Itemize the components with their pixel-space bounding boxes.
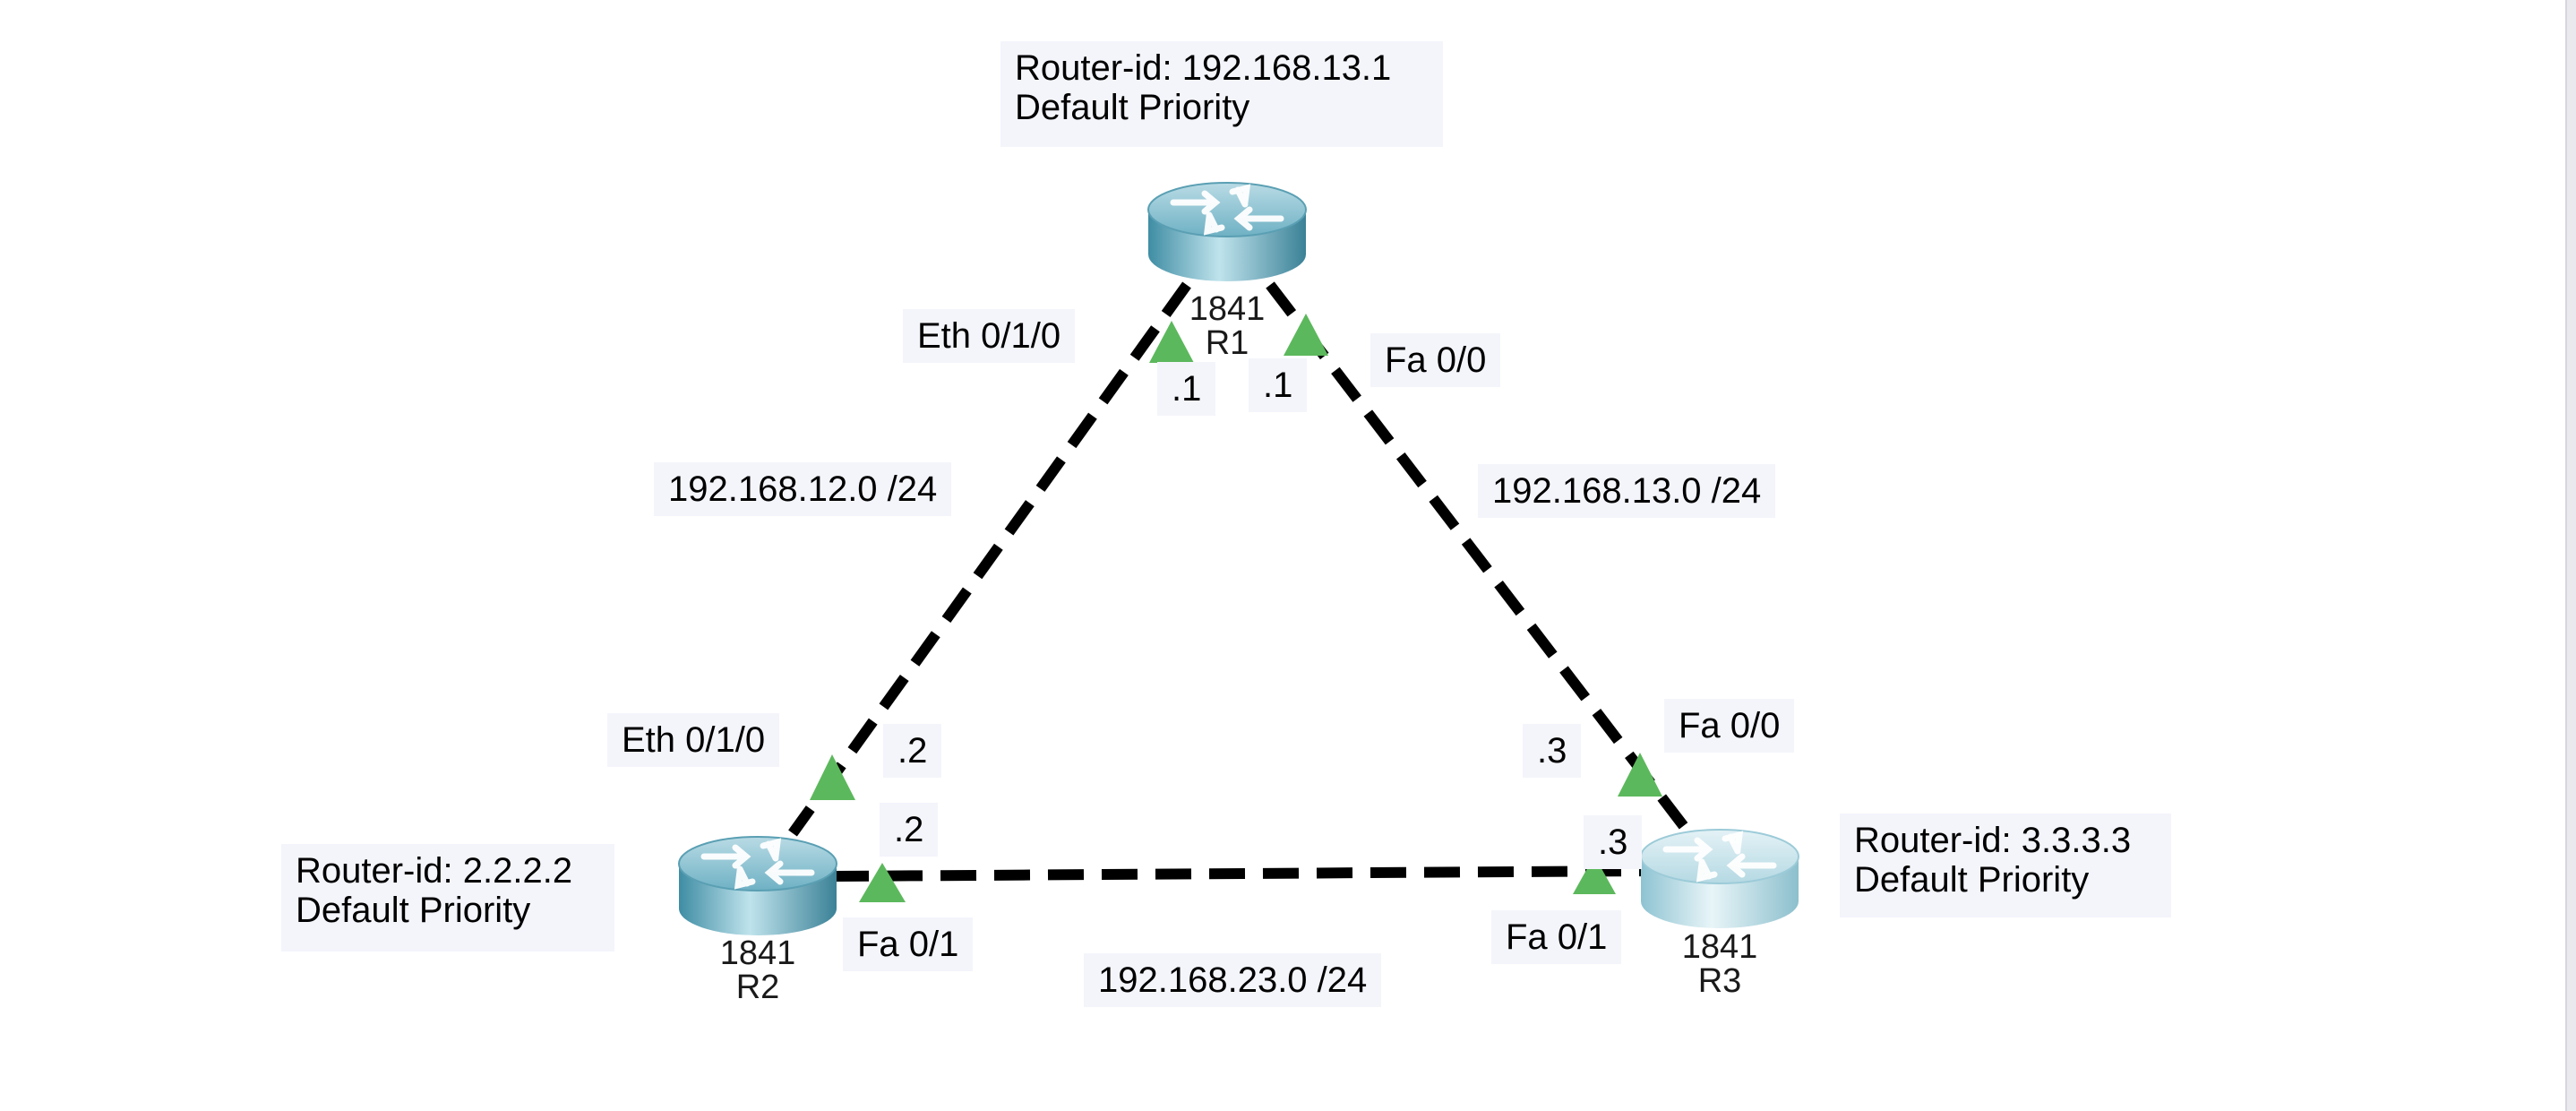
interface-label: Eth 0/1/0 (903, 309, 1076, 363)
host-address-label: .1 (1157, 362, 1216, 416)
priority-label: Default Priority (1854, 860, 2090, 900)
router-icon[interactable] (678, 836, 837, 935)
router-id-label: Router-id: 2.2.2.2 (296, 851, 573, 891)
priority-label: Default Priority (1015, 88, 1250, 127)
interface-label: Fa 0/0 (1370, 333, 1501, 387)
host-address-label: .2 (880, 803, 939, 857)
device-name: R2 (735, 969, 780, 1006)
device-name: R3 (1697, 962, 1742, 1000)
link-r1-r3[interactable] (1266, 281, 1690, 832)
host-address-label: .3 (1584, 815, 1643, 869)
host-address-label: .1 (1249, 358, 1308, 412)
host-address-label: .2 (883, 724, 942, 778)
router-icon[interactable] (1640, 829, 1799, 928)
priority-label: Default Priority (296, 891, 531, 930)
device-name: R1 (1205, 324, 1249, 362)
router-note-r1: Router-id: 192.168.13.1 Default Priority (1000, 41, 1443, 147)
device-model: 1841 (1189, 290, 1266, 328)
host-address-label: .3 (1523, 724, 1582, 778)
port-up-icon (1149, 321, 1194, 363)
interface-label: Fa 0/1 (843, 917, 974, 971)
router-icon[interactable] (1147, 182, 1307, 281)
port-up-icon (1573, 856, 1616, 894)
link-r2-r3[interactable] (832, 866, 1649, 882)
router-note-r3: Router-id: 3.3.3.3 Default Priority (1840, 814, 2171, 917)
device-model: 1841 (719, 934, 796, 972)
device-label-r3: 1841 R3 (1666, 930, 1773, 998)
port-up-icon (810, 754, 855, 800)
interface-label: Fa 0/1 (1491, 910, 1622, 964)
router-id-label: Router-id: 192.168.13.1 (1015, 48, 1392, 88)
device-model: 1841 (1681, 928, 1758, 966)
port-up-icon (859, 863, 906, 902)
device-label-r2: 1841 R2 (704, 936, 811, 1004)
port-up-icon (1284, 314, 1328, 356)
interface-label: Eth 0/1/0 (607, 713, 780, 767)
interface-label: Fa 0/0 (1664, 699, 1795, 753)
subnet-label: 192.168.23.0 /24 (1084, 953, 1382, 1007)
router-id-label: Router-id: 3.3.3.3 (1854, 821, 2132, 860)
subnet-label: 192.168.13.0 /24 (1478, 464, 1776, 518)
link-r1-r2[interactable] (788, 281, 1191, 837)
router-note-r2: Router-id: 2.2.2.2 Default Priority (281, 844, 614, 952)
scrollbar[interactable] (2565, 0, 2576, 1111)
subnet-label: 192.168.12.0 /24 (654, 462, 952, 516)
port-up-icon (1618, 753, 1662, 797)
device-label-r1: 1841 R1 (1173, 292, 1281, 360)
